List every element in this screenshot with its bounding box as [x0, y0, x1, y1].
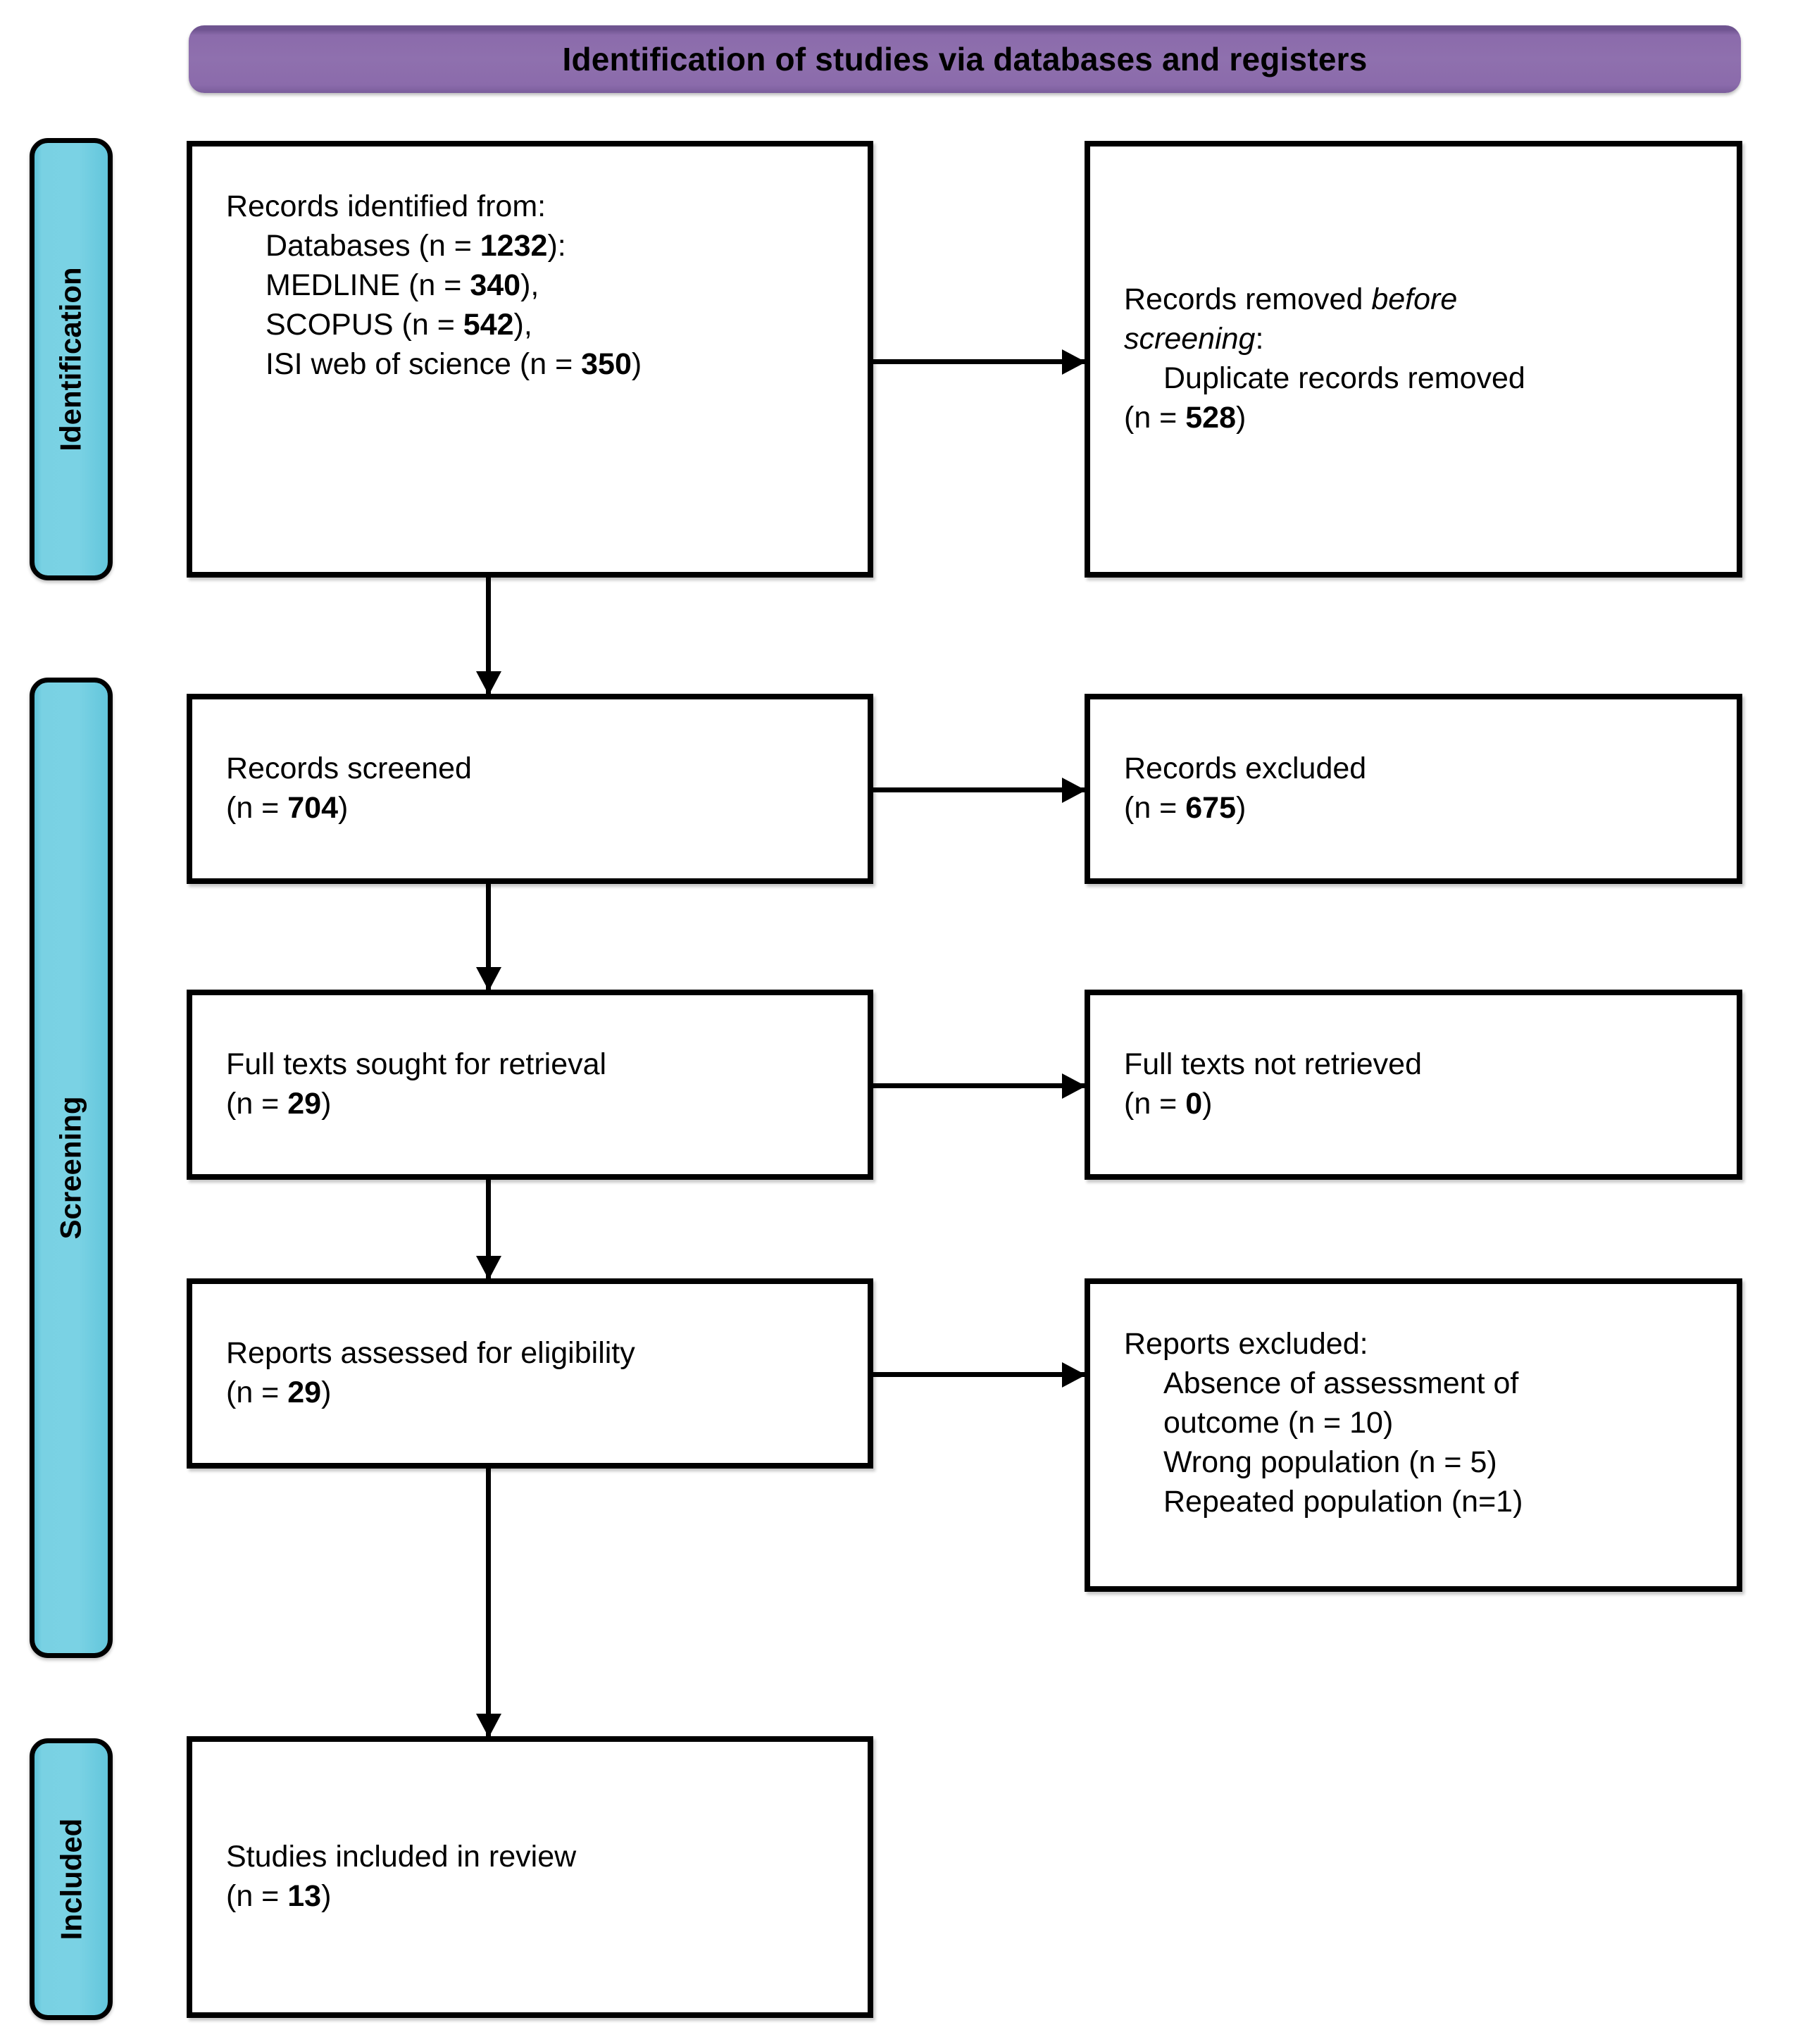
- arrow-shaft: [873, 787, 1085, 792]
- reports-assessed-line-1: Reports assessed for eligibility: [226, 1336, 635, 1371]
- stage-label-screening-text: Screening: [54, 1096, 88, 1240]
- full-texts-not-retrieved-line-2: (n = 0): [1124, 1087, 1213, 1121]
- databases-count: 1232: [480, 228, 548, 263]
- banner-title: Identification of studies via databases …: [562, 41, 1368, 77]
- duplicates-count: 528: [1185, 400, 1236, 435]
- isi-count: 350: [581, 347, 632, 381]
- arrow-shaft: [486, 1469, 491, 1736]
- stage-label-included-text: Included: [54, 1818, 87, 1940]
- arrow-head-icon: [1062, 778, 1086, 803]
- arrow-shaft: [486, 884, 491, 990]
- arrow-head-icon: [476, 671, 501, 695]
- arrow-head-icon: [1062, 349, 1086, 375]
- full-texts-sought-line-2: (n = 29): [226, 1087, 332, 1121]
- identification-banner: Identification of studies via databases …: [189, 25, 1741, 93]
- records-removed-line-3: Duplicate records removed: [1163, 361, 1525, 395]
- records-removed-line-4: (n = 528): [1124, 400, 1247, 435]
- full-texts-sought-count: 29: [287, 1087, 322, 1121]
- full-texts-not-retrieved-count: 0: [1185, 1087, 1203, 1121]
- box-studies-included: Studies included in review (n = 13): [187, 1736, 873, 2018]
- box-reports-excluded: Reports excluded: Absence of assessment …: [1085, 1278, 1742, 1592]
- records-screened-count: 704: [287, 791, 338, 825]
- reports-excluded-line-1: Reports excluded:: [1124, 1327, 1368, 1361]
- full-texts-not-retrieved-line-1: Full texts not retrieved: [1124, 1047, 1423, 1082]
- arrow-head-icon: [1062, 1362, 1086, 1388]
- records-screened-line-1: Records screened: [226, 752, 472, 786]
- records-excluded-line-1: Records excluded: [1124, 752, 1367, 786]
- stage-label-included: Included: [30, 1738, 113, 2020]
- studies-included-line-2: (n = 13): [226, 1879, 332, 1913]
- arrow-head-icon: [476, 967, 501, 991]
- reports-assessed-line-2: (n = 29): [226, 1376, 332, 1409]
- box-full-texts-not-retrieved: Full texts not retrieved (n = 0): [1085, 990, 1742, 1180]
- records-identified-line-3: MEDLINE (n = 340),: [265, 268, 539, 302]
- arrow-head-icon: [1062, 1073, 1086, 1099]
- box-records-identified: Records identified from: Databases (n = …: [187, 141, 873, 578]
- records-screened-line-2: (n = 704): [226, 791, 349, 825]
- studies-included-line-1: Studies included in review: [226, 1840, 577, 1874]
- records-excluded-line-2: (n = 675): [1124, 791, 1247, 825]
- records-removed-line-2: screening:: [1124, 322, 1264, 356]
- arrow-shaft: [486, 1180, 491, 1278]
- box-records-excluded: Records excluded (n = 675): [1085, 694, 1742, 884]
- arrow-head-icon: [476, 1714, 501, 1738]
- records-identified-line-5: ISI web of science (n = 350): [265, 347, 642, 381]
- arrow-shaft: [873, 1083, 1085, 1088]
- arrow-shaft: [873, 359, 1085, 364]
- arrow-shaft: [873, 1372, 1085, 1377]
- arrow-head-icon: [476, 1256, 501, 1280]
- stage-label-identification-text: Identification: [54, 267, 87, 451]
- box-records-removed: Records removed before screening: Duplic…: [1085, 141, 1742, 578]
- reports-excluded-line-3: outcome (n = 10): [1163, 1405, 1394, 1440]
- medline-count: 340: [470, 268, 521, 302]
- stage-label-screening: Screening: [30, 678, 113, 1658]
- scopus-count: 542: [463, 307, 514, 342]
- records-excluded-count: 675: [1185, 791, 1236, 825]
- reports-excluded-line-2: Absence of assessment of: [1163, 1366, 1519, 1400]
- full-texts-sought-line-1: Full texts sought for retrieval: [226, 1047, 607, 1082]
- records-removed-line-1: Records removed before: [1124, 282, 1458, 317]
- records-identified-line-4: SCOPUS (n = 542),: [265, 307, 532, 342]
- box-records-screened: Records screened (n = 704): [187, 694, 873, 884]
- reports-assessed-count: 29: [287, 1376, 322, 1409]
- box-full-texts-sought: Full texts sought for retrieval (n = 29): [187, 990, 873, 1180]
- stage-label-identification: Identification: [30, 138, 113, 580]
- records-identified-line-2: Databases (n = 1232):: [265, 228, 566, 263]
- records-identified-line-1: Records identified from:: [226, 189, 546, 223]
- arrow-shaft: [486, 578, 491, 694]
- studies-included-count: 13: [287, 1879, 322, 1913]
- reports-excluded-line-5: Repeated population (n=1): [1163, 1484, 1523, 1519]
- box-reports-assessed-eligibility: Reports assessed for eligibility (n = 29…: [187, 1278, 873, 1469]
- reports-excluded-line-4: Wrong population (n = 5): [1163, 1445, 1497, 1479]
